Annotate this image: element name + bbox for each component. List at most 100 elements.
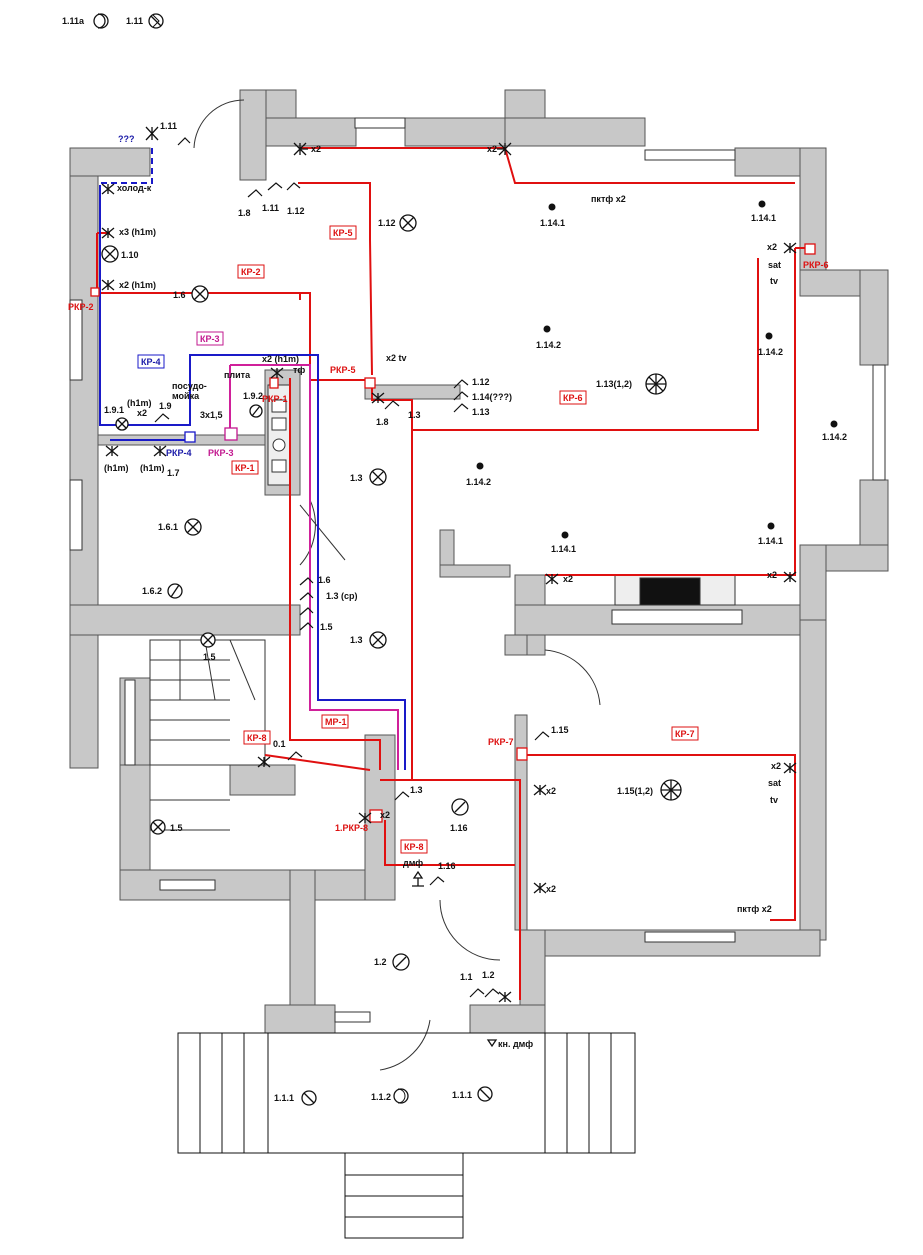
wall-lamp-icon <box>167 583 183 599</box>
lamp-label-1-12: 1.12 <box>378 218 396 228</box>
outlet-label-sat-r7: sat <box>768 778 781 788</box>
switch-label-1-11: 1.11 <box>262 203 279 213</box>
ceiling-lamps: 1.12 1.10 1.6 1.6.1 1.6.2 1.5 1.5 1.3 1.… <box>101 214 682 1106</box>
spot-lights: 1.14.1 1.14.1 1.14.2 1.14.2 1.14.2 1.14.… <box>466 200 847 554</box>
lamp-label-1-1-1-left: 1.1.1 <box>274 1093 294 1103</box>
switch-label-1-3c: 1.3 <box>410 785 423 795</box>
outlet-label-tv: tv <box>770 276 778 286</box>
socket-icon <box>101 227 115 239</box>
outlet-label-x2-room: x2 <box>563 574 573 584</box>
socket-icon <box>371 392 385 404</box>
switch-label-1-12b: 1.12 <box>472 377 490 387</box>
cable-routes <box>96 147 815 1000</box>
socket-icon <box>145 126 159 141</box>
spot-label-4: 1.14.2 <box>758 347 783 357</box>
outlet-label-dmf: дмф <box>403 858 423 868</box>
outlet-label-x2h1m-plita: x2 (h1m) <box>262 354 299 364</box>
socket-icon <box>533 882 547 894</box>
junction-label-rkp2: РКР-2 <box>68 302 94 312</box>
junction-label-rkp4: РКР-4 <box>166 448 192 458</box>
wall-lamp-icon <box>115 417 129 431</box>
switch-label-1-8b: 1.8 <box>376 417 389 427</box>
ceiling-lamp-icon <box>392 953 410 971</box>
lamp-label-1-5-top: 1.5 <box>203 652 216 662</box>
switch-label-1-12: 1.12 <box>287 206 305 216</box>
switch-label-1-11-top: 1.11 <box>160 121 177 131</box>
outlet-label-sat: sat <box>768 260 781 270</box>
spot-light-icon <box>548 203 556 211</box>
switch-icon <box>299 622 314 631</box>
lamp-label-1-15: 1.15(1,2) <box>617 786 653 796</box>
socket-icon <box>783 242 797 254</box>
lamp-label-1-6-2: 1.6.2 <box>142 586 162 596</box>
outlet-label-kn-dmf: кн. дмф <box>498 1039 533 1049</box>
lamp-label-1-1-1-right: 1.1.1 <box>452 1090 472 1100</box>
outlet-label-h1m-workshop: x2 <box>380 810 390 820</box>
ceiling-lamp-icon <box>184 518 202 536</box>
switch-label-1-9: 1.9 <box>159 401 172 411</box>
switch-icon <box>247 189 263 198</box>
socket-icon <box>783 762 797 774</box>
switch-label-1-8: 1.8 <box>238 208 251 218</box>
ceiling-lamp-icon <box>369 468 387 486</box>
lamp-label-1-1-2: 1.1.2 <box>371 1092 391 1102</box>
switch-label-1-7: 1.7 <box>167 468 180 478</box>
lamp-label-1-9-1: 1.9.1 <box>104 405 124 415</box>
outlet-label-x2-top-mid: x2 <box>487 144 497 154</box>
spot-label-6: 1.14.2 <box>822 432 847 442</box>
switch-icon <box>287 751 303 761</box>
junction-label-rkp7: РКР-7 <box>488 737 514 747</box>
cable-tag-kr6: КР-6 <box>563 393 583 403</box>
cable-tag-kr2: КР-2 <box>241 267 261 277</box>
cable-tags: КР-2 КР-5 КР-3 КР-4 КР-1 КР-6 КР-7 КР-8 … <box>137 225 699 854</box>
outlet-label-x2-r7: x2 <box>771 761 781 771</box>
lamp-label-1-3-top: 1.3 <box>350 473 363 483</box>
spot-label-8: 1.14.1 <box>758 536 783 546</box>
cable-tag-kr3: КР-3 <box>200 334 220 344</box>
socket-icon <box>533 784 547 796</box>
socket-icon <box>545 573 559 585</box>
switch-label-1-1: 1.1 <box>460 972 473 982</box>
legend-label-a: 1.11a <box>62 16 85 26</box>
spot-light-icon <box>561 531 569 539</box>
switch-label-1-14: 1.14(???) <box>472 392 512 402</box>
outlet-label-h1m-c: (h1m) <box>140 463 165 473</box>
spot-light-icon <box>758 200 766 208</box>
socket-icon <box>101 279 115 291</box>
outlet-label-h1m-b: (h1m) <box>104 463 129 473</box>
cable-tag-kr8-bottom: КР-8 <box>404 842 424 852</box>
wall-lamp-icon <box>93 13 109 29</box>
spot-light-icon <box>765 332 773 340</box>
switch-icon <box>453 403 469 413</box>
outlet-label-3x1-5: 3х1,5 <box>200 410 223 420</box>
switch-icon <box>286 182 301 191</box>
outlet-label-holodk: холод-к <box>117 183 152 193</box>
switch-label-1-16: 1.16 <box>438 861 456 871</box>
switch-icon <box>469 988 485 998</box>
outlet-label-x2-top-left: x2 <box>311 144 321 154</box>
switch-label-1-3-cp: 1.3 (ср) <box>326 591 358 601</box>
lamp-label-1-3-bottom: 1.3 <box>350 635 363 645</box>
ceiling-lamp-icon <box>200 632 216 648</box>
outlet-label-x2h1m: x2 (h1m) <box>119 280 156 290</box>
outlet-label-x2-tv: x2 tv <box>386 353 407 363</box>
chandelier-icon <box>645 373 667 395</box>
kitchen-counter <box>267 384 743 625</box>
switch-icon <box>484 988 500 998</box>
junction-labels: РКР-2 РКР-1 РКР-5 РКР-6 РКР-7 1.РКР-8 РК… <box>68 260 829 833</box>
cable-tag-mr1: МР-1 <box>325 717 347 727</box>
switch-labels: 1.11 1.8 1.11 1.12 1.12 1.14(???) 1.13 1… <box>159 121 569 982</box>
switch-label-1-15: 1.15 <box>551 725 569 735</box>
chandelier-icon <box>660 779 682 801</box>
switch-icon <box>299 607 314 616</box>
wall-lamp-icon <box>301 1090 317 1106</box>
switch-icon <box>394 791 410 801</box>
spot-label-3: 1.14.2 <box>536 340 561 350</box>
outlet-label-posudo: посудо- <box>172 381 207 391</box>
outlet-label-unknown: ??? <box>118 134 135 144</box>
switches <box>154 137 550 998</box>
socket-icon <box>498 991 512 1003</box>
lamp-label-1-16: 1.16 <box>450 823 468 833</box>
switch-icon <box>299 577 314 586</box>
lamp-label-1-6-1: 1.6.1 <box>158 522 178 532</box>
